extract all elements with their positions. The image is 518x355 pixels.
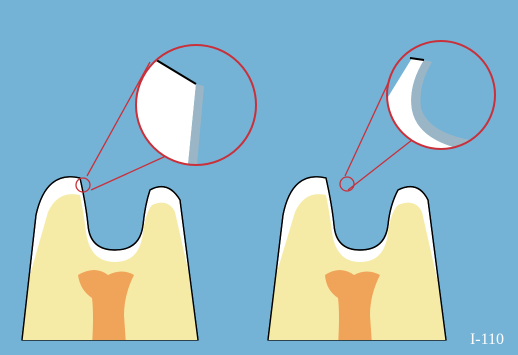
figure-label: I-110	[470, 331, 504, 349]
